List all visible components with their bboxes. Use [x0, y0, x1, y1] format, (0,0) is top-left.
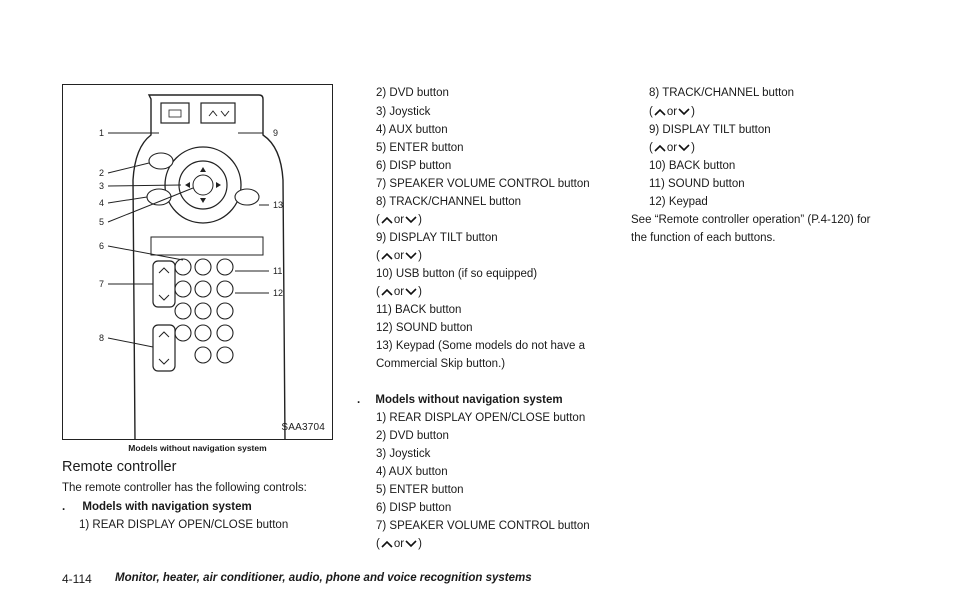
list-item: 5) ENTER button [376, 142, 464, 154]
list-item: 5) ENTER button [376, 484, 464, 496]
chevron-up-icon [381, 288, 393, 296]
paren-or-line: (or) [649, 142, 695, 154]
chevron-down-icon [405, 288, 417, 296]
list-item: 9) DISPLAY TILT button [649, 124, 771, 136]
callout-4: 4 [99, 198, 104, 208]
chevron-up-icon [381, 252, 393, 260]
section-heading: Remote controller [62, 459, 177, 475]
chevron-up-icon [381, 216, 393, 224]
list-item: 3) Joystick [376, 448, 431, 460]
callout-2: 2 [99, 168, 104, 178]
list-item: Commercial Skip button.) [376, 358, 506, 370]
list-item: 6) DISP button [376, 160, 452, 172]
bullet-without-nav: . Models without navigation system [357, 394, 563, 406]
chevron-down-icon [405, 252, 417, 260]
bullet-with-nav: . Models with navigation system [62, 501, 252, 513]
chevron-down-icon [678, 144, 690, 152]
paren-or-line: (or) [376, 214, 422, 226]
chevron-up-icon [654, 144, 666, 152]
page-number: 4-114 [62, 572, 92, 586]
paren-or-line: (or) [376, 538, 422, 550]
remote-controller-figure: 1 2 3 4 5 6 7 8 9 13 11 12 SAA3704 [62, 84, 333, 440]
list-item: 7) SPEAKER VOLUME CONTROL button [376, 520, 590, 532]
list-item: 8) TRACK/CHANNEL button [376, 196, 522, 208]
list-item: 13) Keypad (Some models do not have a [376, 340, 586, 352]
list-item: 11) SOUND button [649, 178, 745, 190]
callout-13: 13 [273, 200, 283, 210]
list-item: 4) AUX button [376, 124, 448, 136]
list-item: 9) DISPLAY TILT button [376, 232, 498, 244]
list-item: 10) BACK button [649, 160, 736, 172]
list-item: 1) REAR DISPLAY OPEN/CLOSE button [79, 519, 289, 531]
paren-or-line: (or) [376, 250, 422, 262]
figure-code: SAA3704 [281, 422, 325, 433]
see-also-text: See “Remote controller operation” (P.4-1… [631, 214, 871, 226]
list-item: 8) TRACK/CHANNEL button [649, 87, 795, 99]
callout-5: 5 [99, 217, 104, 227]
callout-12: 12 [273, 288, 283, 298]
callout-6: 6 [99, 241, 104, 251]
list-item: 10) USB button (if so equipped) [376, 268, 538, 280]
callout-1: 1 [99, 128, 104, 138]
list-item: 11) BACK button [376, 304, 462, 316]
display-tilt-button [200, 102, 236, 124]
aux-button [146, 188, 172, 206]
see-also-text-cont: the function of each buttons. [631, 232, 776, 244]
chevron-down-icon [678, 108, 690, 116]
intro-text: The remote controller has the following … [62, 482, 307, 494]
paren-or-line: (or) [376, 286, 422, 298]
list-item: 7) SPEAKER VOLUME CONTROL button [376, 178, 590, 190]
callout-3: 3 [99, 181, 104, 191]
chevron-down-icon [405, 540, 417, 548]
disp-button [174, 258, 192, 276]
list-item: 2) DVD button [376, 430, 449, 442]
back-button [234, 188, 260, 206]
figure-caption: Models without navigation system [128, 443, 267, 453]
callout-7: 7 [99, 279, 104, 289]
list-item: 2) DVD button [376, 87, 449, 99]
chevron-up-icon [654, 108, 666, 116]
paren-or-line: (or) [649, 106, 695, 118]
keypad [174, 280, 234, 364]
list-item: 3) Joystick [376, 106, 431, 118]
dvd-button [148, 152, 174, 170]
list-item: 12) Keypad [649, 196, 708, 208]
list-item: 1) REAR DISPLAY OPEN/CLOSE button [376, 412, 586, 424]
bullet-dot: . [357, 394, 364, 406]
chevron-down-icon [405, 216, 417, 224]
callout-8: 8 [99, 333, 104, 343]
chevron-up-icon [381, 540, 393, 548]
sound-button [216, 258, 234, 276]
callout-9: 9 [273, 128, 278, 138]
list-item: 6) DISP button [376, 502, 452, 514]
bullet-dot: . [62, 501, 69, 513]
remote-controller-illustration: 1 2 3 4 5 6 7 8 9 13 11 12 [99, 94, 286, 439]
list-item: 12) SOUND button [376, 322, 473, 334]
track-rocker [152, 324, 176, 372]
callout-11: 11 [273, 266, 282, 276]
list-item: 4) AUX button [376, 466, 448, 478]
footer-title: Monitor, heater, air conditioner, audio,… [115, 572, 532, 584]
